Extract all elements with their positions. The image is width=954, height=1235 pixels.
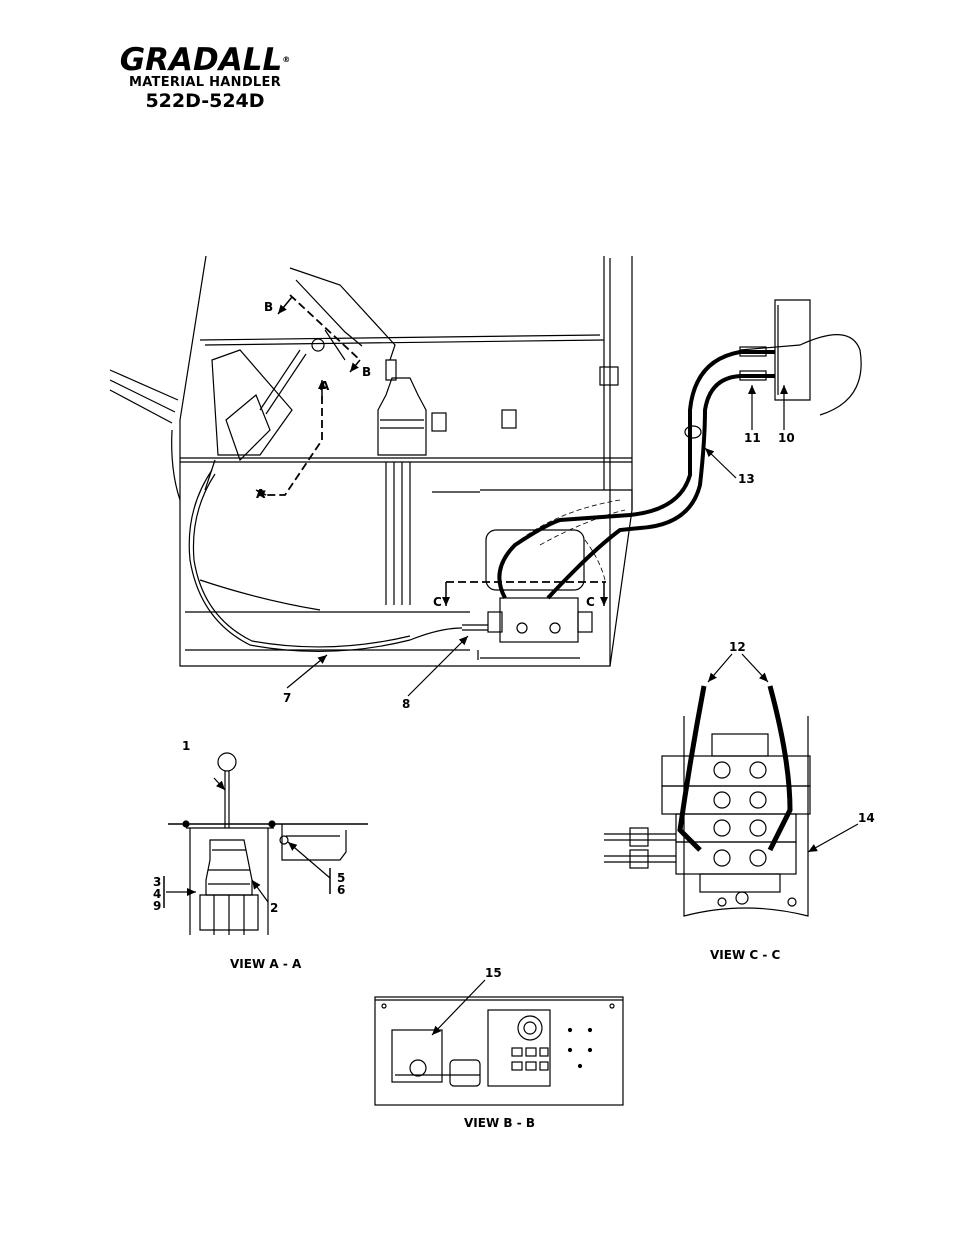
section-label-c-left: C bbox=[433, 595, 442, 609]
callout-14: 14 bbox=[858, 811, 875, 825]
leader-14 bbox=[807, 823, 859, 853]
section-label-a-top: A bbox=[320, 379, 330, 393]
indicator-panel bbox=[487, 1009, 551, 1087]
valve-assembly bbox=[499, 597, 579, 643]
callout-5: 5 bbox=[337, 871, 345, 885]
leader-2 bbox=[251, 879, 269, 903]
hose-12-right bbox=[767, 685, 793, 852]
right-bracket bbox=[739, 334, 862, 416]
section-label-b-bottom: B bbox=[362, 365, 371, 379]
hose-12-left bbox=[677, 685, 707, 852]
hose-13-a bbox=[497, 350, 775, 599]
view-label-bb: VIEW B - B bbox=[464, 1116, 535, 1130]
registered-mark: ® bbox=[282, 55, 291, 64]
model-number: 522D-524D bbox=[145, 90, 265, 112]
view-label-cc: VIEW C - C bbox=[710, 948, 781, 962]
callout-2: 2 bbox=[270, 901, 278, 915]
handle-bracket bbox=[211, 349, 293, 456]
joystick-shaft bbox=[224, 771, 230, 828]
callout-15: 15 bbox=[485, 966, 502, 980]
section-label-c-right: C bbox=[586, 595, 595, 609]
callout-10: 10 bbox=[778, 431, 795, 445]
callout-11: 11 bbox=[744, 431, 761, 445]
callout-3: 3 bbox=[153, 875, 161, 889]
leader-12-left bbox=[707, 653, 733, 683]
hose-13-b bbox=[546, 374, 775, 600]
cable-7 bbox=[188, 469, 463, 652]
callout-9: 9 bbox=[153, 899, 161, 913]
slot-right bbox=[501, 409, 517, 429]
leader-1 bbox=[213, 777, 226, 791]
ignition-plate bbox=[391, 1029, 443, 1083]
callout-7: 7 bbox=[283, 691, 291, 705]
leader-12-right bbox=[741, 653, 769, 683]
subtitle: MATERIAL HANDLER bbox=[128, 75, 282, 90]
leader-15 bbox=[431, 979, 486, 1036]
callout-8: 8 bbox=[402, 697, 410, 711]
view-aa-boot bbox=[205, 839, 253, 896]
callout-13: 13 bbox=[738, 472, 755, 486]
section-line-bb bbox=[289, 294, 361, 361]
leader-8 bbox=[407, 635, 469, 697]
callout-4: 4 bbox=[153, 887, 161, 901]
callout-1: 1 bbox=[182, 739, 190, 753]
view-bb-panel bbox=[374, 996, 624, 1106]
section-label-b-top: B bbox=[264, 300, 273, 314]
main-view bbox=[109, 255, 862, 697]
cab-frame bbox=[179, 255, 611, 667]
view-label-aa: VIEW A - A bbox=[230, 957, 302, 971]
view-aa-drawing bbox=[163, 752, 368, 935]
brand-name: GRADALL bbox=[119, 42, 283, 78]
section-label-a-bottom: A bbox=[256, 487, 266, 501]
brand-logo: GRADALL® bbox=[110, 44, 300, 76]
leader-56 bbox=[287, 841, 331, 879]
valve-plate bbox=[683, 716, 809, 917]
slot-left bbox=[431, 412, 447, 432]
leader-7 bbox=[286, 654, 328, 689]
leader-13 bbox=[704, 447, 737, 479]
section-line-aa bbox=[266, 396, 323, 496]
callout-6: 6 bbox=[337, 883, 345, 897]
header: GRADALL® MATERIAL HANDLER 522D-524D bbox=[110, 44, 300, 112]
view-cc-drawing bbox=[604, 653, 859, 917]
steering-column bbox=[289, 267, 396, 361]
joystick-knob bbox=[217, 752, 237, 772]
view-bb-drawing bbox=[374, 979, 624, 1106]
joystick-boot bbox=[377, 377, 427, 456]
callout-12: 12 bbox=[729, 640, 746, 654]
